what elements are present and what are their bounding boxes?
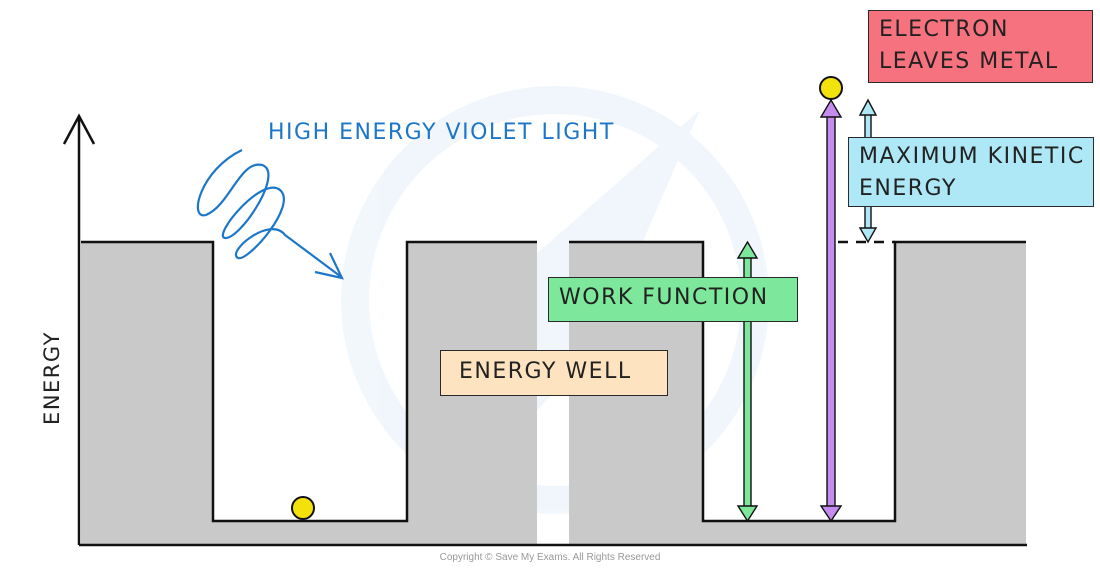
work-function-label: WORK FUNCTION [548,277,798,322]
max-kinetic-label-line2: ENERGY [859,176,957,201]
violet-light-wave-icon [196,149,341,277]
left-well-shape [81,242,537,545]
electron-leaves-label-line1: ELECTRON [879,17,1009,42]
electron-leaves-label-line2: LEAVES METAL [879,49,1059,74]
left-well-outline [81,240,537,523]
electron-leaving-icon [819,76,843,100]
total-energy-arrow [819,98,843,523]
right-well-outline-left [569,240,1026,523]
energy-well-label: ENERGY WELL [440,350,668,396]
work-function-arrow [736,240,759,523]
max-kinetic-label-line1: MAXIMUM KINETIC [859,144,1085,169]
violet-light-label: HIGH ENERGY VIOLET LIGHT [268,120,615,145]
energy-well-label-text: ENERGY WELL [459,359,632,384]
max-kinetic-energy-label: MAXIMUM KINETIC ENERGY [848,137,1094,207]
copyright-notice: Copyright © Save My Exams. All Rights Re… [439,552,661,563]
work-function-label-text: WORK FUNCTION [559,285,769,310]
violet-light-arrowhead [314,252,344,280]
energy-axis-label: ENERGY [40,331,64,425]
electron-leaves-metal-label: ELECTRON LEAVES METAL [868,10,1093,83]
y-axis-arrowhead [62,113,96,145]
electron-in-well-icon [291,496,315,520]
